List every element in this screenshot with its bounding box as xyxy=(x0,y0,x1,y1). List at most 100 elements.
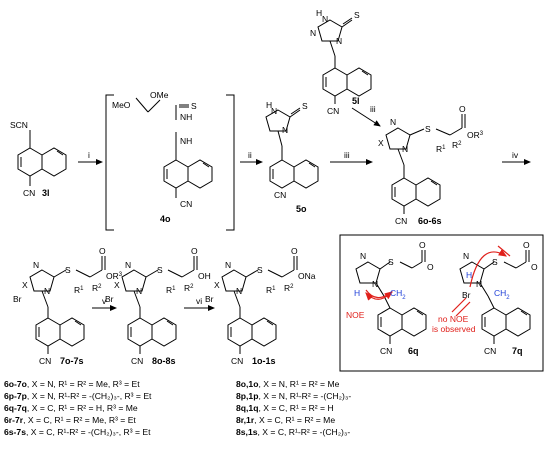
atom-ona-1: ONa xyxy=(298,271,316,281)
substituent-legend: 6o-7o, X = N, R¹ = R² = Me, R³ = Et 8o,1… xyxy=(4,378,550,438)
legend-text: , X = C, R¹ = R² = H, R³ = Me xyxy=(26,403,138,413)
atom-n-7q: N xyxy=(476,279,482,289)
step-v: v xyxy=(102,296,107,306)
compound-8-structure xyxy=(121,256,198,354)
atom-h-5l: H xyxy=(316,8,322,18)
atom-ch2-6q: CH2 xyxy=(390,288,406,301)
noe-inset-box xyxy=(339,234,544,372)
legend-cmpd: 8r,1r xyxy=(236,415,255,425)
atom-o-7q: O xyxy=(523,240,530,250)
atom-s-7: S xyxy=(65,265,71,275)
atom-r1-8: R1 xyxy=(166,285,176,295)
atom-n-1-top: N xyxy=(225,260,231,270)
label-7q: 7q xyxy=(512,346,523,356)
atom-n-5l: N xyxy=(336,36,342,46)
legend-text: , X = N, R¹-R² = -(CH₂)₃- xyxy=(258,391,352,401)
compound-5l-structure xyxy=(317,17,372,104)
atom-o2-7q: O xyxy=(531,262,538,272)
atom-cn-6q: CN xyxy=(380,346,392,356)
noe-label: NOE xyxy=(346,310,365,320)
compound-6q-structure xyxy=(355,250,427,344)
legend-cmpd: 8q,1q xyxy=(236,403,259,413)
atom-s-4o: S xyxy=(191,101,197,111)
label-4o: 4o xyxy=(160,214,171,224)
legend-cmpd: 8o,1o xyxy=(236,379,259,389)
legend-row: 6q-7q, X = C, R¹ = R² = H, R³ = Me 8q,1q… xyxy=(4,402,550,414)
atom-n-5o: N xyxy=(282,125,288,135)
atom-r1-6: R1 xyxy=(436,144,446,154)
legend-row: 6r-7r, X = C, R¹ = R² = Me, R³ = Et 8r,1… xyxy=(4,414,550,426)
atom-h-7q: H xyxy=(466,270,472,280)
atom-n-7q-top: N xyxy=(463,251,469,261)
atom-n-7-top: N xyxy=(33,260,39,270)
noe-arrows xyxy=(365,245,511,317)
legend-row: 6o-7o, X = N, R¹ = R² = Me, R³ = Et 8o,1… xyxy=(4,378,550,390)
step-iii-b: iii xyxy=(370,104,376,114)
atom-o-7: O xyxy=(99,246,106,256)
atom-r2-1: R2 xyxy=(284,283,294,293)
legend-cmpd: 6q-7q xyxy=(4,403,27,413)
atom-s-6: S xyxy=(425,124,431,134)
atom-br-1: Br xyxy=(205,294,214,304)
atom-n-5l-top: N xyxy=(322,14,328,24)
atom-ome: OMe xyxy=(150,90,169,100)
atom-cn-6: CN xyxy=(395,216,407,226)
atom-h-6q: H xyxy=(354,288,360,298)
label-3l: 3l xyxy=(42,188,50,198)
label-7: 7o-7s xyxy=(60,356,84,366)
atom-br-7: Br xyxy=(13,294,22,304)
atom-or3-6: OR3 xyxy=(467,130,484,140)
atom-r2-6: R2 xyxy=(452,140,462,150)
atom-n-5o-top: N xyxy=(271,106,277,116)
label-8: 8o-8s xyxy=(152,356,176,366)
atom-oh-8: OH xyxy=(198,271,211,281)
legend-cmpd: 6r-7r xyxy=(4,415,24,425)
atom-n-6: N xyxy=(402,144,408,154)
atom-n-8-top: N xyxy=(125,260,131,270)
atom-x-8: X xyxy=(114,280,120,290)
atom-o-8: O xyxy=(191,246,198,256)
compound-3l-structure xyxy=(17,130,67,186)
atom-nh-4o-bottom: NH xyxy=(180,136,192,146)
legend-text: , X = C, R¹ = R² = H xyxy=(258,403,334,413)
atom-r2-7: R2 xyxy=(92,283,102,293)
legend-text: , X = N, R¹ = R² = Me, R³ = Et xyxy=(26,379,140,389)
step-vi: vi xyxy=(196,296,202,306)
atom-n-1: N xyxy=(236,286,242,296)
atom-cn-5o: CN xyxy=(274,190,286,200)
legend-cmpd: 8s,1s xyxy=(236,427,258,437)
legend-text: , X = C, R¹ = R² = Me, R³ = Et xyxy=(23,415,136,425)
atom-ch2-7q: CH2 xyxy=(494,288,510,301)
legend-text: , X = C, R¹ = R² = Me xyxy=(254,415,336,425)
atom-s-1: S xyxy=(257,265,263,275)
atom-scn: SCN xyxy=(10,120,28,130)
atom-o-6q: O xyxy=(419,240,426,250)
atom-s-6q: S xyxy=(388,257,394,267)
atom-n-6-top: N xyxy=(390,117,396,127)
atom-x-7: X xyxy=(22,280,28,290)
atom-s-7q: S xyxy=(492,257,498,267)
label-5o: 5o xyxy=(296,204,307,214)
atom-br-7q: Br xyxy=(462,290,471,300)
atom-cn-3l: CN xyxy=(23,188,35,198)
atom-n-6q-top: N xyxy=(360,251,366,261)
atom-o-6: O xyxy=(459,104,466,114)
atom-x-6: X xyxy=(378,138,384,148)
atom-cn-4o: CN xyxy=(180,199,192,209)
compound-7q-structure xyxy=(459,250,531,344)
atom-n-5l-left: N xyxy=(310,28,316,38)
atom-n-8: N xyxy=(136,286,142,296)
label-6: 6o-6s xyxy=(418,216,442,226)
atom-r2-8: R2 xyxy=(184,283,194,293)
atom-r1-1: R1 xyxy=(266,285,276,295)
atom-o-1: O xyxy=(291,246,298,256)
atom-br-8: Br xyxy=(105,294,114,304)
atom-labels: SCN CN 3l OMe MeO NH S NH CN 4o H N S N … xyxy=(10,8,538,366)
atom-s-8: S xyxy=(157,265,163,275)
label-6q: 6q xyxy=(408,346,419,356)
legend-cmpd: 6s-7s xyxy=(4,427,26,437)
step-iii-a: iii xyxy=(344,150,350,160)
legend-cmpd: 6p-7p xyxy=(4,391,27,401)
atom-cn-7: CN xyxy=(39,356,51,366)
